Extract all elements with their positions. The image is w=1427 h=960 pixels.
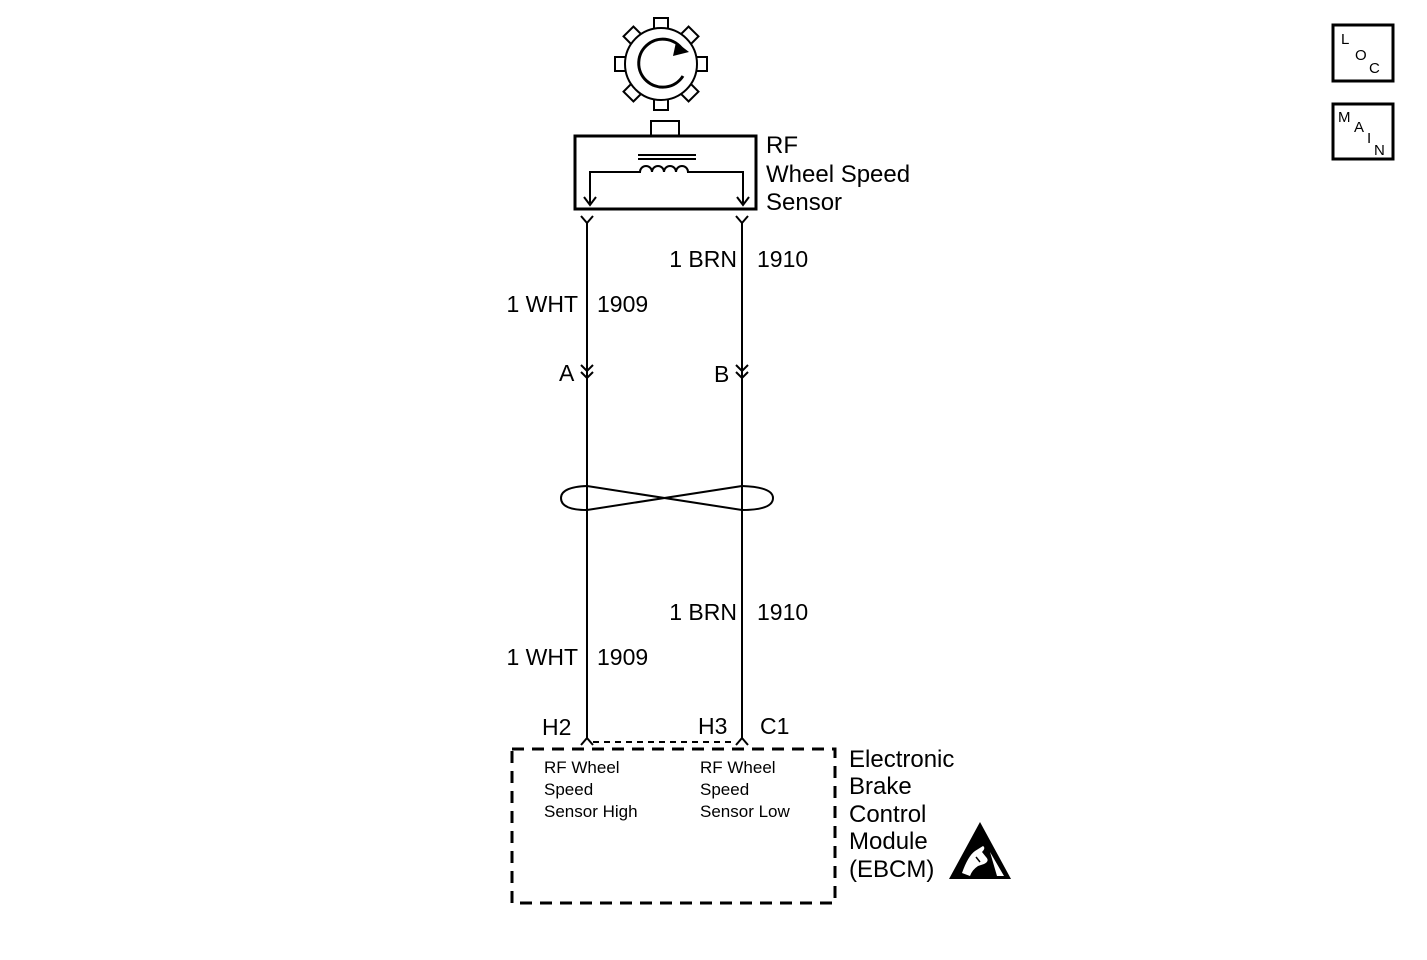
input-high-line2: Speed — [544, 780, 593, 799]
module-name-line5: (EBCM) — [849, 856, 934, 883]
module-name-line4: Module — [849, 828, 928, 855]
wire-left-lower-circuit: 1909 — [597, 644, 648, 670]
main-button[interactable]: M A I N — [1331, 102, 1395, 161]
wire-left-upper-circuit: 1909 — [597, 291, 648, 317]
wire-right-lower-color: 1 BRN — [669, 599, 737, 625]
input-low-line2: Speed — [700, 780, 749, 799]
wire-left-lower-color: 1 WHT — [506, 644, 578, 670]
pin-h2-terminal — [580, 736, 594, 746]
wire-right-lower-circuit: 1910 — [757, 599, 808, 625]
sensor-name-line2: Wheel Speed — [766, 161, 910, 188]
wheel-speed-sensor — [573, 120, 758, 211]
sensor-stem — [650, 120, 680, 137]
input-high-line1: RF Wheel — [544, 758, 620, 777]
esd-warning-icon — [949, 822, 1011, 879]
wire-left-upper-color: 1 WHT — [506, 291, 578, 317]
module-name-line2: Brake — [849, 773, 912, 800]
wire-right-upper-circuit: 1910 — [757, 246, 808, 272]
loc-button[interactable]: L O C — [1331, 23, 1395, 83]
input-low-line1: RF Wheel — [700, 758, 776, 777]
connector-pin-a: A — [559, 360, 575, 386]
loc-letter-c: C — [1369, 60, 1380, 77]
input-high-line3: Sensor High — [544, 802, 638, 821]
loc-letter-l: L — [1341, 31, 1349, 48]
wire-right-upper-color: 1 BRN — [669, 246, 737, 272]
wire-right — [735, 215, 749, 738]
module-pin-h2: H2 — [542, 714, 571, 740]
module-pin-h3: H3 — [698, 713, 727, 739]
pin-h3-terminal — [735, 736, 749, 746]
module-name-line3: Control — [849, 801, 926, 828]
main-letter-m: M — [1338, 109, 1351, 126]
inline-connector-b — [735, 364, 749, 380]
twisted-pair-icon — [559, 485, 775, 511]
main-letter-a: A — [1354, 119, 1364, 136]
main-letter-i: I — [1367, 130, 1371, 147]
sensor-name-line3: Sensor — [766, 189, 842, 216]
loc-letter-o: O — [1355, 47, 1367, 64]
main-letter-n: N — [1374, 142, 1385, 159]
connector-pin-b: B — [714, 361, 729, 387]
wire-left — [580, 215, 594, 738]
tone-wheel-icon — [614, 17, 708, 111]
inline-connector-a — [580, 364, 594, 380]
input-low-line3: Sensor Low — [700, 802, 790, 821]
coil-icon — [583, 165, 750, 207]
module-name-line1: Electronic — [849, 746, 954, 773]
ebcm-module-box — [510, 747, 837, 905]
module-connector-c1: C1 — [760, 713, 789, 739]
sensor-name-line1: RF — [766, 132, 798, 159]
